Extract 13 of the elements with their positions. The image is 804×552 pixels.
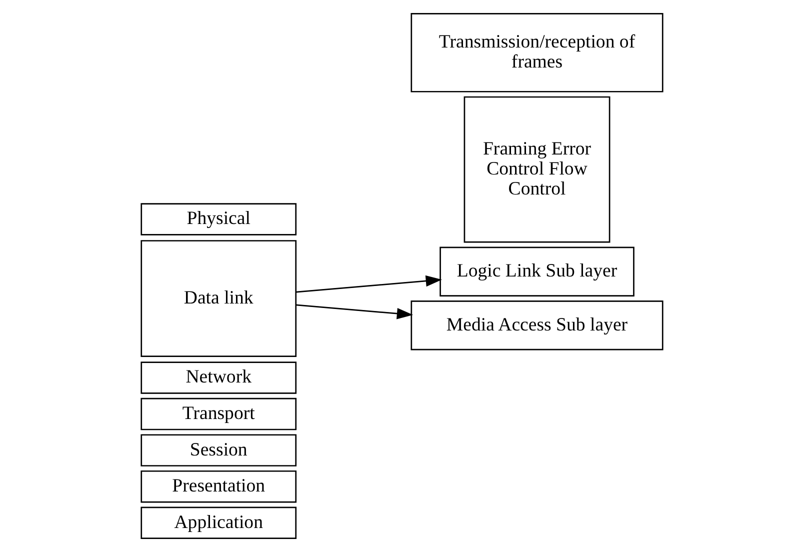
node-box: Logic Link Sub layer bbox=[440, 246, 634, 296]
arrow bbox=[296, 275, 442, 293]
node-box: Transmission/reception of frames bbox=[410, 13, 664, 92]
node-box: Media Access Sub layer bbox=[410, 300, 664, 350]
node-box: Session bbox=[140, 434, 297, 466]
arrow bbox=[296, 304, 414, 320]
node-box: Network bbox=[140, 362, 297, 394]
node-box: Transport bbox=[140, 398, 297, 430]
node-box: Data link bbox=[140, 240, 297, 357]
node-box: Physical bbox=[140, 203, 297, 236]
node-box: Framing Error Control Flow Control bbox=[464, 96, 610, 243]
node-box: Application bbox=[140, 506, 297, 539]
node-box: Presentation bbox=[140, 470, 297, 503]
